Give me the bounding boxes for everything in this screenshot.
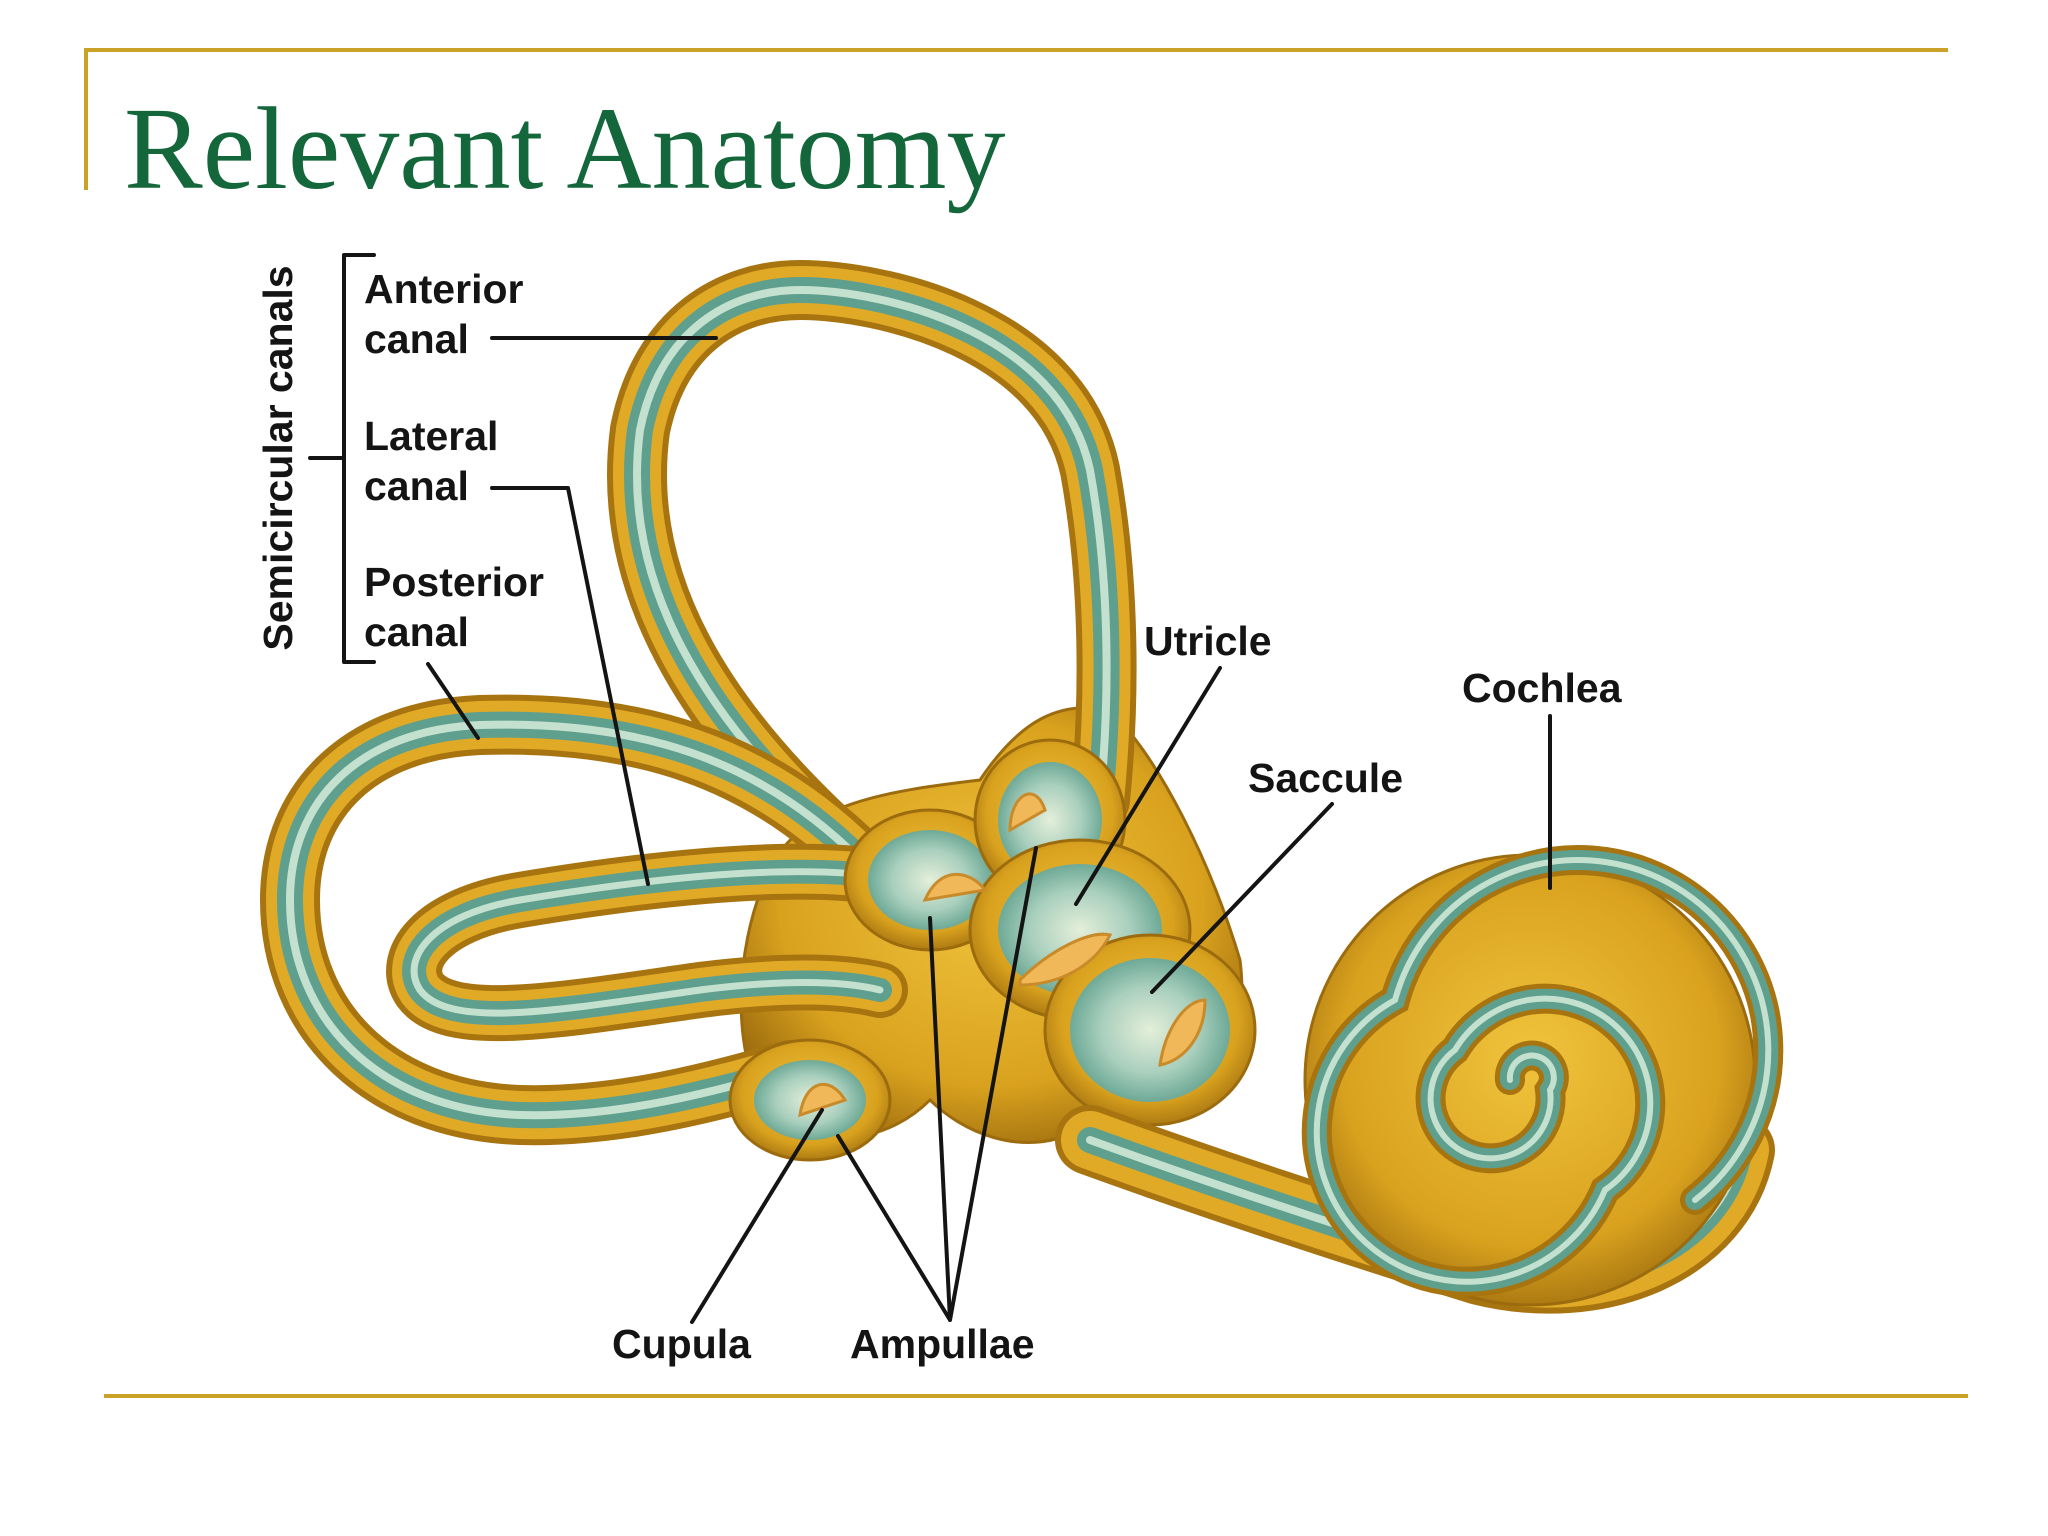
semicircular-bracket bbox=[308, 253, 376, 664]
saccule-leader bbox=[1150, 802, 1334, 994]
anterior-canal bbox=[607, 259, 1137, 890]
ampullae-leaders bbox=[836, 846, 1038, 1322]
top-rule bbox=[84, 48, 1948, 52]
macula-saccule bbox=[1158, 998, 1207, 1067]
cupula-anterior bbox=[922, 872, 988, 902]
bottom-rule bbox=[104, 1394, 1968, 1398]
cupula-posterior bbox=[798, 1082, 848, 1118]
posterior-leader bbox=[426, 662, 480, 740]
utricle-label: Utricle bbox=[1144, 618, 1272, 664]
cochlea-label: Cochlea bbox=[1462, 665, 1623, 711]
cochlea bbox=[1301, 845, 1784, 1307]
cupula-lateral bbox=[1008, 792, 1047, 833]
posterior-canal bbox=[259, 694, 890, 1146]
left-rule bbox=[84, 48, 88, 190]
lateral-label-2: canal bbox=[364, 463, 469, 509]
posterior-label-1: Posterior bbox=[364, 559, 544, 605]
anterior-label-2: canal bbox=[364, 316, 469, 362]
lateral-leader bbox=[490, 486, 650, 886]
anterior-label-1: Anterior bbox=[364, 266, 524, 312]
cupula-leader bbox=[690, 1108, 824, 1324]
saccule-label: Saccule bbox=[1248, 755, 1403, 801]
slide-title: Relevant Anatomy bbox=[124, 83, 1006, 214]
semicircular-canals-label: Semicircular canals bbox=[255, 265, 301, 650]
lateral-label-1: Lateral bbox=[364, 413, 498, 459]
saccule-membrane bbox=[1070, 958, 1230, 1102]
lateral-canal bbox=[386, 843, 928, 1042]
macula-utricle bbox=[1018, 932, 1113, 987]
utricle-leader bbox=[1074, 666, 1222, 906]
cupula-label: Cupula bbox=[612, 1321, 752, 1367]
posterior-label-2: canal bbox=[364, 609, 469, 655]
ampullae-label: Ampullae bbox=[850, 1321, 1035, 1367]
